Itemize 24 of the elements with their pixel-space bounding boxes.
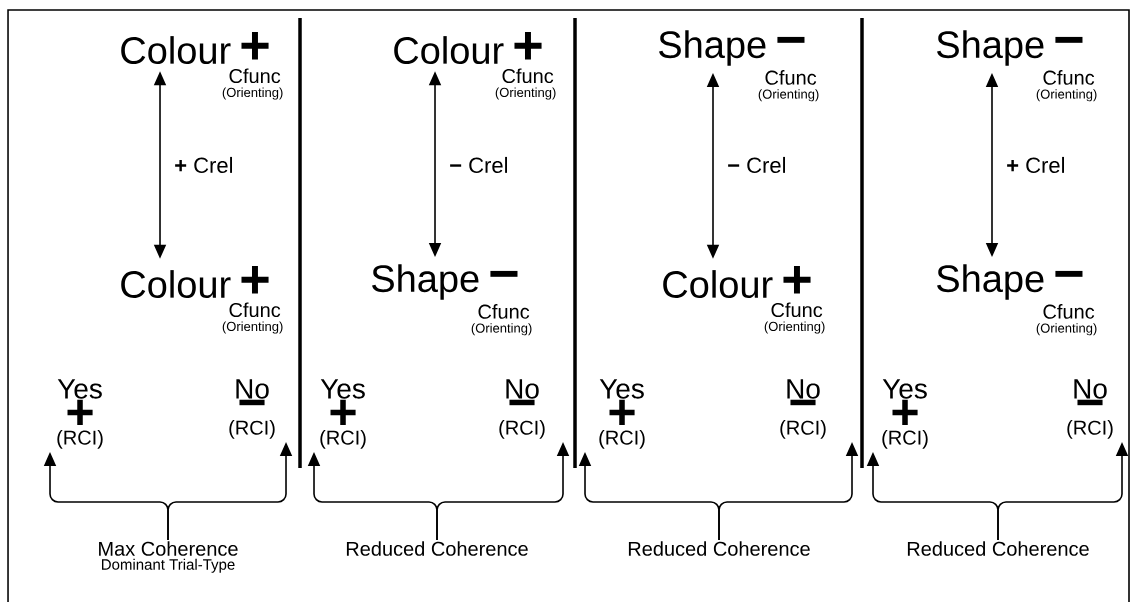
response-label: Yes + (RCI) bbox=[320, 379, 366, 449]
term-label: Shape − Cfunc (Orienting) bbox=[659, 30, 819, 102]
response-label: Yes + (RCI) bbox=[882, 379, 928, 449]
response-label: No − (RCI) bbox=[1067, 379, 1113, 439]
term-label: Colour + Cfunc (Orienting) bbox=[663, 266, 825, 334]
response-label: No − (RCI) bbox=[499, 379, 545, 439]
coherence-label: Reduced Coherence bbox=[346, 541, 528, 556]
response-label: No − (RCI) bbox=[780, 379, 826, 439]
response-label: Yes + (RCI) bbox=[57, 379, 103, 449]
coherence-label: Max Coherence Dominant Trial-Type bbox=[99, 541, 238, 573]
term-label: Shape − Cfunc (Orienting) bbox=[937, 30, 1097, 102]
coherence-label: Reduced Coherence bbox=[628, 541, 810, 556]
term-label: Colour + Cfunc (Orienting) bbox=[394, 32, 556, 100]
edge-label: + Crel bbox=[175, 156, 233, 174]
edge-label: + Crel bbox=[1007, 156, 1064, 174]
edge-label: − Crel bbox=[450, 156, 508, 174]
term-label: Colour + Cfunc (Orienting) bbox=[121, 266, 283, 334]
response-label: Yes + (RCI) bbox=[599, 379, 645, 449]
term-label: Shape − Cfunc (Orienting) bbox=[937, 264, 1097, 336]
term-label: Shape − Cfunc (Orienting) bbox=[372, 264, 532, 336]
response-label: No − (RCI) bbox=[229, 379, 275, 439]
term-label: Colour + Cfunc (Orienting) bbox=[121, 32, 283, 100]
edge-label: − Crel bbox=[728, 156, 786, 174]
coherence-label: Reduced Coherence bbox=[907, 541, 1089, 556]
